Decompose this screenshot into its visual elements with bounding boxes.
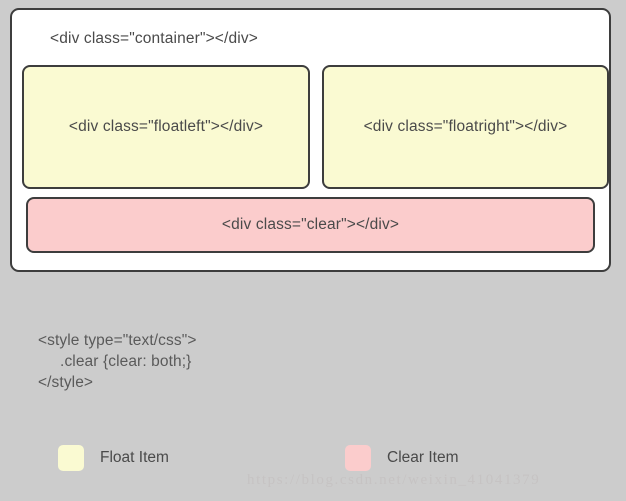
floatright-label: <div class="floatright"></div>	[363, 118, 568, 135]
legend-item-float: Float Item	[58, 445, 169, 471]
floatright-box: <div class="floatright"></div>	[322, 65, 609, 189]
legend-label-float: Float Item	[100, 449, 169, 466]
clear-box: <div class="clear"></div>	[26, 197, 595, 253]
container-label: <div class="container"></div>	[50, 30, 258, 47]
floatleft-box: <div class="floatleft"></div>	[22, 65, 310, 189]
legend-swatch-float-icon	[58, 445, 84, 471]
container-box: <div class="container"></div> <div class…	[10, 8, 611, 272]
legend-item-clear: Clear Item	[345, 445, 459, 471]
legend-swatch-clear-icon	[345, 445, 371, 471]
watermark: https://blog.csdn.net/weixin_41041379	[247, 472, 541, 488]
floatleft-label: <div class="floatleft"></div>	[68, 118, 264, 135]
legend-label-clear: Clear Item	[387, 449, 459, 466]
legend: Float Item Clear Item	[0, 445, 626, 485]
clear-label: <div class="clear"></div>	[221, 216, 400, 233]
css-code-snippet: <style type="text/css"> .clear {clear: b…	[38, 332, 197, 391]
